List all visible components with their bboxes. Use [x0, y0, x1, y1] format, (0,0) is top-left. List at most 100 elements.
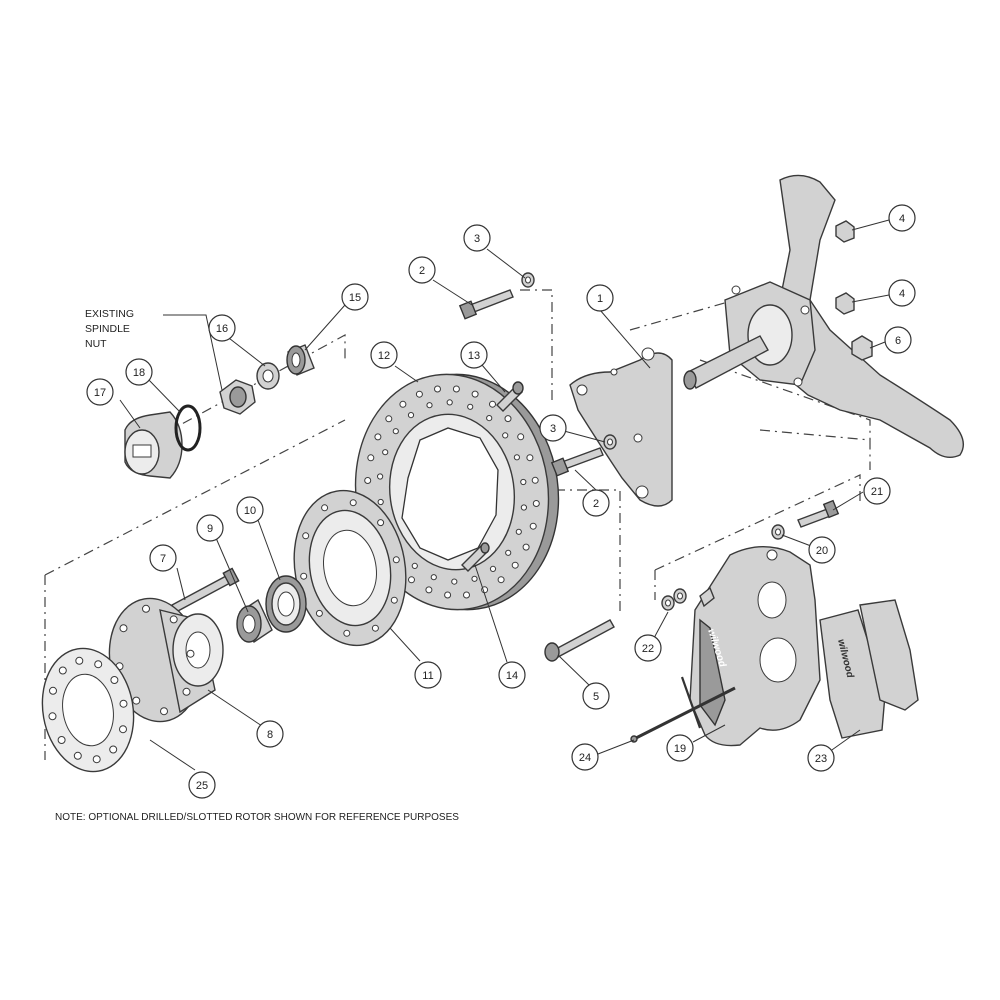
- callout-18: 18: [125, 358, 153, 386]
- svg-text:9: 9: [207, 523, 213, 535]
- svg-text:7: 7: [160, 553, 166, 565]
- ring-bolt-hole: [119, 725, 127, 734]
- rotor-drill-hole: [520, 504, 528, 511]
- callout-8: 8: [256, 720, 284, 748]
- existing-spindle-nut-label: EXISTING SPINDLE NUT: [85, 308, 134, 350]
- bolt-part-5: [544, 619, 615, 662]
- callout-23: 23: [807, 744, 835, 772]
- svg-text:13: 13: [468, 350, 480, 362]
- svg-text:6: 6: [895, 335, 901, 347]
- callout-24: 24: [571, 743, 599, 771]
- rotor-drill-hole: [520, 478, 527, 486]
- rotor-drill-hole: [392, 428, 399, 435]
- rotor-drill-hole: [511, 561, 519, 569]
- callout-2-upper: 2: [408, 256, 436, 284]
- hat-bolt-hole: [371, 624, 379, 632]
- rotor-drill-hole: [489, 565, 497, 573]
- callout-20: 20: [808, 536, 836, 564]
- rotor-hat-part-11: [293, 489, 407, 647]
- svg-text:16: 16: [216, 323, 228, 335]
- callout-25: 25: [188, 771, 216, 799]
- rotor-drill-hole: [517, 433, 525, 441]
- callout-2-lower: 2: [582, 489, 610, 517]
- hub-bolt-hole: [142, 604, 150, 613]
- ring-bolt-hole: [94, 660, 103, 669]
- washer-part-20: [771, 524, 785, 540]
- hat-bolt-hole: [321, 504, 329, 512]
- hat-bolt-hole: [377, 519, 385, 527]
- caliper-part-19: wilwood: [689, 546, 821, 747]
- ring-bolt-hole: [57, 736, 66, 744]
- rotor-drill-hole: [467, 403, 474, 410]
- rotor-drill-hole: [382, 449, 389, 456]
- rotor-drill-hole: [489, 400, 496, 408]
- washer-part-16: [256, 362, 280, 390]
- ring-bolt-holes: [48, 656, 128, 764]
- hat-bolt-hole: [300, 572, 308, 580]
- hub-bolt-hole: [182, 687, 191, 696]
- existing-label-line-1: EXISTING: [85, 308, 134, 320]
- rotor-drill-hole: [451, 578, 458, 585]
- rotor-drill-hole: [452, 385, 460, 393]
- pad-pin-part-24: [630, 676, 736, 743]
- svg-text:19: 19: [674, 743, 686, 755]
- callout-10: 10: [236, 496, 264, 524]
- rotor-drill-hole: [502, 432, 509, 439]
- bolt-part-13: [496, 381, 524, 412]
- callout-12: 12: [370, 341, 398, 369]
- brake-pads-part-23: wilwood: [819, 599, 919, 739]
- hub-bolt-hole: [160, 707, 168, 716]
- callout-3-lower: 3: [539, 414, 567, 442]
- rotor-part-12: [354, 373, 560, 611]
- svg-text:2: 2: [419, 265, 425, 277]
- nut-part-6: [851, 335, 873, 361]
- washers-part-22: [661, 588, 687, 611]
- svg-text:11: 11: [422, 670, 433, 682]
- hat-bolt-hole: [349, 499, 357, 507]
- rotor-drill-hole: [374, 433, 382, 441]
- callout-9: 9: [196, 514, 224, 542]
- callout-6: 6: [884, 326, 912, 354]
- callout-4-upper: 4: [888, 204, 916, 232]
- nut-part-4-lower: [835, 292, 855, 315]
- rotor-drill-hole: [497, 576, 505, 584]
- callout-17: 17: [86, 378, 114, 406]
- hub-part-8: [108, 597, 224, 723]
- hat-bolt-hole: [302, 532, 310, 540]
- rotor-drill-hole: [411, 562, 418, 570]
- rotor-drill-hole: [471, 390, 479, 398]
- washer-part-3-upper: [521, 272, 535, 288]
- bolt-part-2-lower: [550, 447, 604, 477]
- svg-text:5: 5: [593, 691, 599, 703]
- hat-bolt-hole: [390, 596, 398, 604]
- seal-part-10: [265, 575, 307, 633]
- svg-text:4: 4: [899, 213, 905, 225]
- svg-text:23: 23: [815, 753, 827, 765]
- svg-text:18: 18: [133, 367, 145, 379]
- ring-bolt-hole: [49, 686, 57, 695]
- hat-bolt-holes: [300, 499, 400, 637]
- rotor-drill-hole: [367, 454, 375, 462]
- nut-part-4-upper: [835, 220, 855, 243]
- callout-7: 7: [149, 544, 177, 572]
- rotor-drill-hole: [526, 454, 534, 462]
- rotor-drill-hole: [486, 415, 493, 422]
- part-callouts: 1 2 2 3 3 4 4 5 6 7 8 9 10 11 12 13 14 1…: [86, 204, 916, 799]
- outer-bearing-part-15: [286, 344, 315, 376]
- rotor-drill-hole: [434, 385, 441, 393]
- ring-bolt-hole: [109, 745, 118, 754]
- caliper-bracket-part-1: [569, 347, 673, 507]
- ring-bolt-hole: [75, 656, 84, 665]
- ring-bolt-hole: [48, 712, 57, 721]
- leader-lines: [119, 219, 890, 771]
- rotor-drill-hole: [407, 412, 415, 419]
- svg-text:4: 4: [899, 288, 905, 300]
- assembly-dashed-lines: [44, 289, 871, 760]
- svg-text:8: 8: [267, 729, 273, 741]
- callout-22: 22: [634, 634, 662, 662]
- callout-1: 1: [586, 284, 614, 312]
- rotor-drill-hole: [471, 575, 478, 582]
- inner-bearing-part-9: [236, 598, 273, 644]
- bolt-part-2-upper: [458, 289, 514, 320]
